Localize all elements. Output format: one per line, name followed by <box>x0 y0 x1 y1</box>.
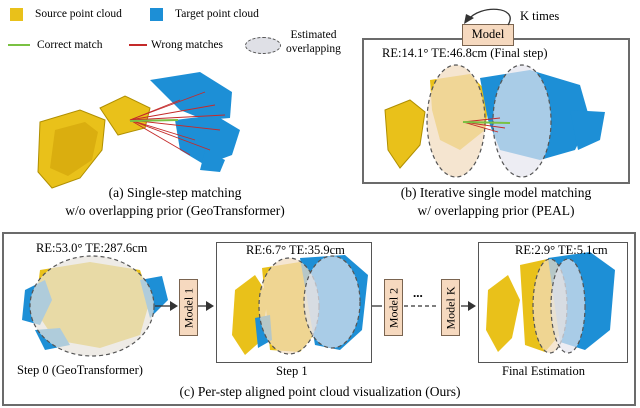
wrong-line-swatch <box>129 44 147 46</box>
panel-c-frame <box>2 232 636 406</box>
legend-correct: Correct match <box>37 39 103 51</box>
iterations-label: K times <box>520 9 560 23</box>
legend: Source point cloud Target point cloud Co… <box>0 0 360 70</box>
panel-b-model-box: Model <box>462 24 514 46</box>
legend-wrong: Wrong matches <box>151 39 224 51</box>
correct-line-swatch <box>8 44 30 46</box>
step1-label: Step 1 <box>276 364 308 378</box>
legend-source: Source point cloud <box>35 8 122 20</box>
step1-frame <box>216 242 372 363</box>
source-swatch <box>10 8 23 21</box>
model-2-box: Model 2 <box>384 279 403 336</box>
model-1-box: Model 1 <box>179 279 198 336</box>
step1-metrics: RE:6.7° TE:35.9cm <box>246 243 345 257</box>
model-k-box: Model K <box>441 279 460 336</box>
caption-b-line2: w/ overlapping prior (PEAL) <box>417 203 575 218</box>
step0-label: Step 0 (GeoTransformer) <box>17 363 143 377</box>
legend-target: Target point cloud <box>175 8 259 20</box>
panel-b-metrics: RE:14.1° TE:46.8cm (Final step) <box>382 46 548 60</box>
ellipsis-label: ... <box>413 285 423 300</box>
caption-c: (c) Per-step aligned point cloud visuali… <box>179 384 461 399</box>
caption-a-line1: (a) Single-step matching <box>108 185 242 200</box>
caption-b-line1: (b) Iterative single model matching <box>400 185 592 200</box>
caption-a-line2: w/o overlapping prior (GeoTransformer) <box>65 203 285 218</box>
target-swatch <box>150 8 163 21</box>
final-metrics: RE:2.9° TE:5.1cm <box>515 243 608 257</box>
legend-estimated: Estimated overlapping <box>286 29 341 55</box>
final-label: Final Estimation <box>502 364 585 378</box>
overlap-swatch <box>245 37 281 54</box>
step0-metrics: RE:53.0° TE:287.6cm <box>36 241 148 255</box>
final-frame <box>478 242 628 363</box>
